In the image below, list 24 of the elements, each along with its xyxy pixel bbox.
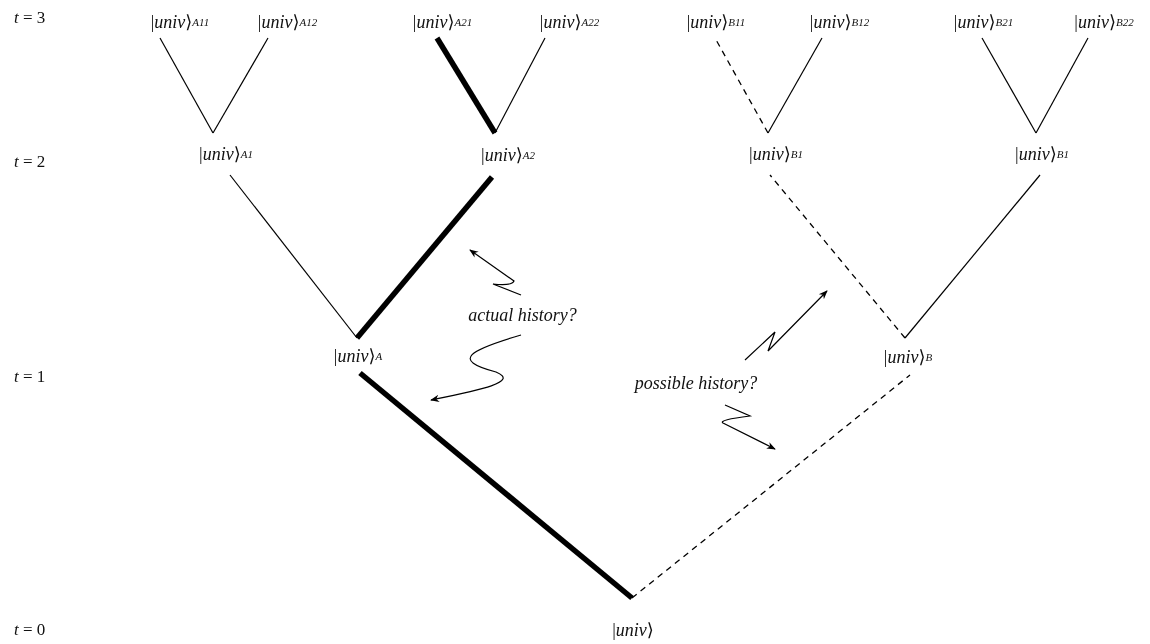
time-label: t = 1 xyxy=(14,367,46,387)
branch-line xyxy=(981,37,1037,134)
branch-line xyxy=(212,37,269,134)
branch-line xyxy=(767,37,823,134)
annotation-text: actual history? xyxy=(465,295,580,335)
dashed-branch-line xyxy=(631,374,911,599)
thick-branch-line xyxy=(358,370,634,601)
branch-line xyxy=(904,174,1041,339)
wavy-arrow xyxy=(744,290,828,361)
wavy-arrow xyxy=(721,404,776,450)
thick-branch-line xyxy=(354,175,495,340)
branch-line xyxy=(159,37,214,134)
branch-line xyxy=(229,174,358,339)
state-label: |univ⟩ xyxy=(595,598,671,640)
dashed-branch-line xyxy=(769,174,906,339)
time-label: t = 2 xyxy=(14,152,46,172)
branch-line xyxy=(494,37,546,134)
wavy-arrow xyxy=(469,249,522,296)
time-label: t = 0 xyxy=(14,620,46,640)
time-label: t = 3 xyxy=(14,8,46,28)
annotation-text: possible history? xyxy=(618,360,774,405)
wavy-arrow xyxy=(430,334,522,402)
branch-line xyxy=(1035,37,1089,134)
thick-branch-line xyxy=(434,36,498,135)
